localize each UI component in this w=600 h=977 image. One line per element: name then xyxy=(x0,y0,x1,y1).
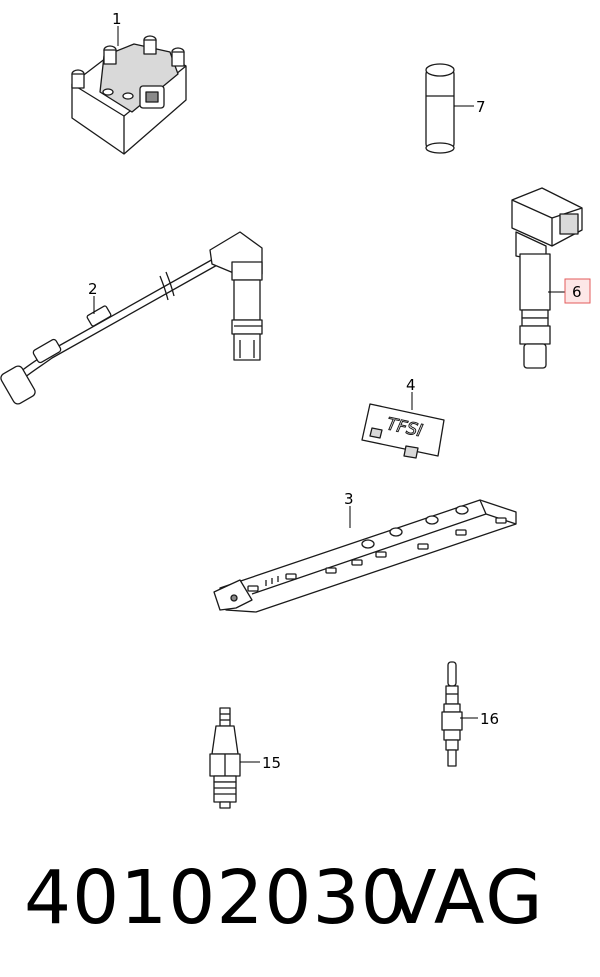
callout-2: 2 xyxy=(88,280,98,298)
fuse-cylinder xyxy=(425,63,455,154)
pencil-ignition-coil xyxy=(511,187,583,369)
callout-7: 7 xyxy=(476,98,486,116)
callout-16: 16 xyxy=(480,710,499,728)
callout-4: 4 xyxy=(406,376,416,394)
callout-15: 15 xyxy=(262,754,281,772)
brand-name: VAG xyxy=(386,855,545,941)
ignition-lead xyxy=(0,231,263,405)
footer: 40102030 VAG xyxy=(0,848,600,948)
cover-rail xyxy=(213,499,517,613)
callout-1: 1 xyxy=(112,10,122,28)
highlight-box-6 xyxy=(564,278,591,304)
callout-6: 6 xyxy=(572,283,582,301)
glow-plug xyxy=(441,661,463,767)
tfsi-emblem: TFSI xyxy=(361,403,445,459)
spark-plug xyxy=(209,707,241,809)
ignition-coil-pack xyxy=(71,35,187,155)
callout-3: 3 xyxy=(344,490,354,508)
part-number: 40102030 xyxy=(24,855,409,941)
